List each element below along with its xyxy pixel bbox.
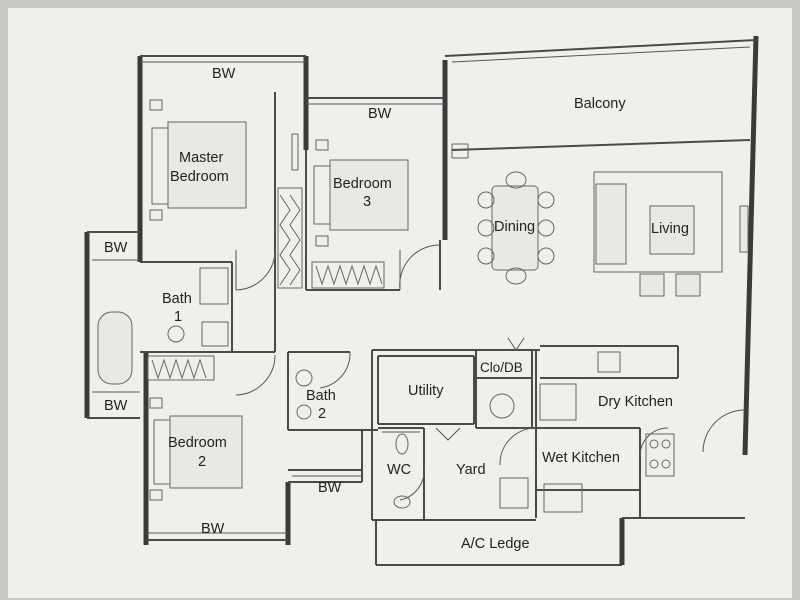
label-wet-kitchen: Wet Kitchen <box>542 450 620 466</box>
label-bath1-1: Bath <box>162 291 192 307</box>
label-wc: WC <box>387 462 411 478</box>
label-bw-bedroom3: BW <box>368 106 392 122</box>
label-bw-bath1-bottom: BW <box>104 398 128 414</box>
label-bath1-2: 1 <box>174 309 182 325</box>
label-living: Living <box>651 221 689 237</box>
label-bedroom2-2: 2 <box>198 454 206 470</box>
label-bedroom2-1: Bedroom <box>168 435 227 451</box>
label-bw-master: BW <box>212 66 236 82</box>
label-dry-kitchen: Dry Kitchen <box>598 394 673 410</box>
label-bedroom3-2: 3 <box>363 194 371 210</box>
doors <box>235 244 746 501</box>
paper <box>8 8 792 598</box>
label-bw-bath2: BW <box>318 480 342 496</box>
label-bath2-1: Bath <box>306 388 336 404</box>
label-bedroom3-1: Bedroom <box>333 176 392 192</box>
label-balcony: Balcony <box>574 96 626 112</box>
label-bw-bath1-top: BW <box>104 240 128 256</box>
furniture <box>97 99 749 513</box>
walls <box>84 35 759 566</box>
label-clo-db: Clo/DB <box>480 360 523 375</box>
label-bath2-2: 2 <box>318 406 326 422</box>
label-master-bedroom-2: Bedroom <box>170 169 229 185</box>
label-yard: Yard <box>456 462 486 478</box>
room-labels: BW BW BW BW BW BW Balcony Master Bedroom… <box>104 66 689 552</box>
label-utility: Utility <box>408 383 444 399</box>
label-ac-ledge: A/C Ledge <box>461 536 530 552</box>
label-bw-bedroom2: BW <box>201 521 225 537</box>
label-dining: Dining <box>494 219 535 235</box>
label-master-bedroom-1: Master <box>179 150 223 166</box>
